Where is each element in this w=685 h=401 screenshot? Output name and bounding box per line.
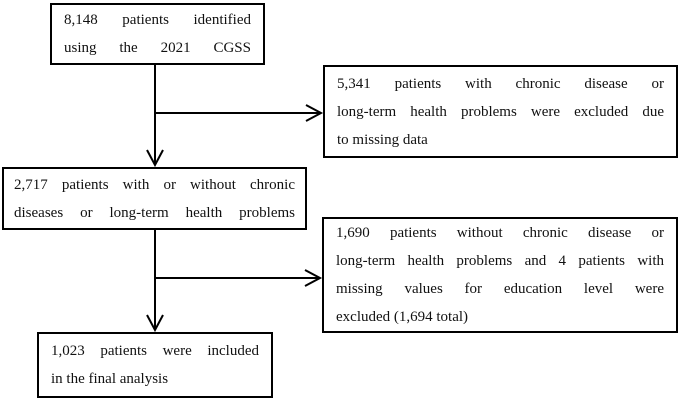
- box-text-line: long-term health problems were excluded …: [337, 103, 664, 120]
- box-text-line: 2,717 patients with or without chronic: [14, 176, 295, 193]
- box-text-line: 1,023 patients were included: [51, 343, 259, 359]
- box-text-line: diseases or long-term health problems: [14, 204, 295, 221]
- arrow-down-eligible-to-final: [146, 230, 164, 333]
- box-patients-eligible: 2,717 patients with or without chronic d…: [2, 167, 307, 230]
- box-text-line: using the 2021 CGSS: [64, 40, 251, 56]
- box-text-line: missing values for education level were: [336, 281, 664, 297]
- box-patients-identified: 8,148 patients identified using the 2021…: [50, 3, 265, 65]
- box-text-line: 1,690 patients without chronic disease o…: [336, 225, 664, 241]
- box-final-analysis: 1,023 patients were included in the fina…: [37, 332, 273, 398]
- box-text-line: 8,148 patients identified: [64, 12, 251, 28]
- box-text-line: 5,341 patients with chronic disease or: [337, 75, 664, 92]
- arrow-right-to-excluded-2: [155, 269, 323, 287]
- box-text-line: in the final analysis: [51, 371, 169, 387]
- box-excluded-missing-data: 5,341 patients with chronic disease or l…: [323, 65, 678, 158]
- arrow-right-to-excluded-1: [155, 104, 324, 122]
- box-excluded-no-chronic: 1,690 patients without chronic disease o…: [322, 217, 678, 333]
- box-text-line: long-term health problems and 4 patients…: [336, 253, 664, 269]
- arrow-down-identified-to-eligible: [146, 65, 164, 168]
- box-text-line: excluded (1,694 total): [336, 309, 469, 325]
- box-text-line: to missing data: [337, 131, 428, 148]
